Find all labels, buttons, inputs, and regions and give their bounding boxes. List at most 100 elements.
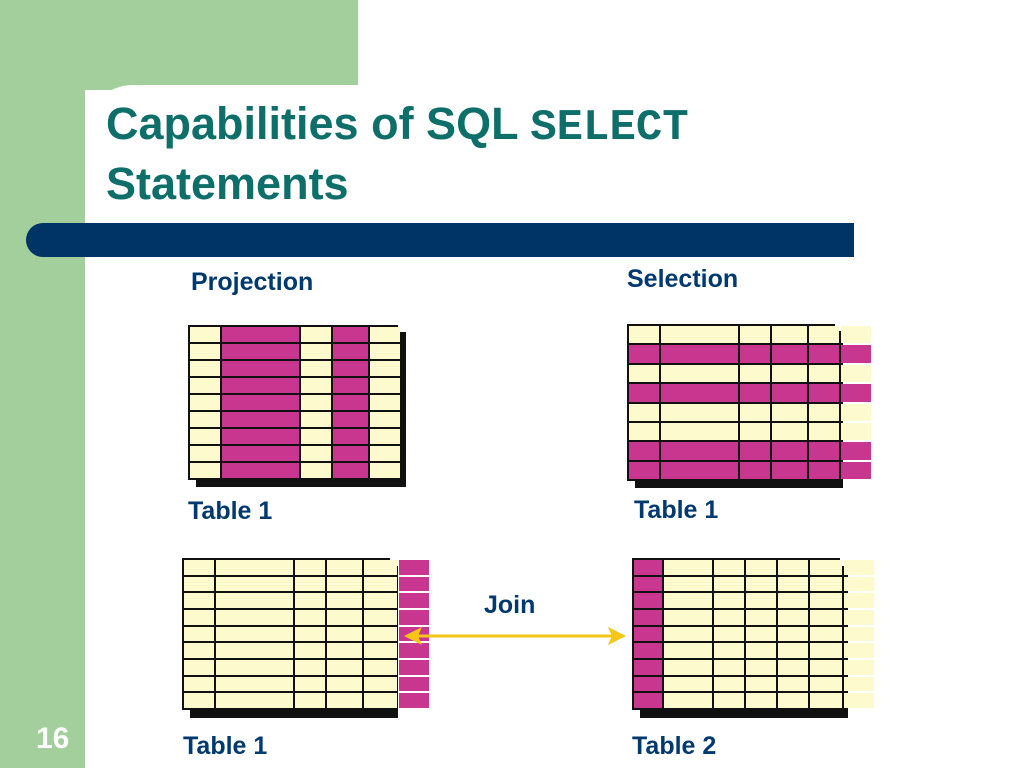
table-cell xyxy=(629,345,659,363)
table-cell xyxy=(333,412,368,427)
table-cell xyxy=(629,384,659,402)
table-cell xyxy=(301,327,331,342)
table-cell xyxy=(184,693,214,708)
table-cell xyxy=(399,560,429,575)
table-cell xyxy=(841,364,871,383)
table-cell xyxy=(634,626,662,642)
table-cell xyxy=(778,560,808,575)
table-cell xyxy=(399,576,429,592)
table-cell xyxy=(629,364,659,383)
table-cell xyxy=(370,361,400,376)
join-arrow-icon xyxy=(404,627,626,645)
table-cell xyxy=(216,693,293,708)
table-cell xyxy=(714,560,744,575)
table-cell xyxy=(184,676,214,692)
table-cell xyxy=(810,593,842,608)
table-cell xyxy=(327,626,362,642)
table-cell xyxy=(661,403,738,421)
table-cell xyxy=(364,693,397,708)
table-cell xyxy=(714,676,744,692)
table-cell xyxy=(333,429,368,444)
table-cell xyxy=(295,643,325,658)
table-cell xyxy=(664,576,712,592)
table-cell xyxy=(810,610,842,625)
table-cell xyxy=(190,446,220,461)
table-cell xyxy=(810,626,842,642)
table-cell xyxy=(327,660,362,675)
table-cell xyxy=(327,693,362,708)
table-cell xyxy=(327,576,362,592)
table-cell xyxy=(661,422,738,441)
table-cell xyxy=(810,676,842,692)
table-cell xyxy=(841,326,871,344)
join-left-table xyxy=(182,558,429,710)
table-cell xyxy=(740,384,770,402)
table-cell xyxy=(634,676,662,692)
table-cell xyxy=(809,461,839,479)
left-accent-band xyxy=(0,0,85,768)
table-cell xyxy=(809,384,839,402)
table-cell xyxy=(844,676,874,692)
table-cell xyxy=(222,344,299,359)
table-cell xyxy=(333,395,368,410)
table-cell xyxy=(844,576,874,592)
table-cell xyxy=(740,326,770,344)
table-cell xyxy=(844,693,874,708)
table-cell xyxy=(746,676,776,692)
join-label: Join xyxy=(484,591,536,619)
table-cell xyxy=(810,660,842,675)
table-cell xyxy=(778,593,808,608)
table-cell xyxy=(216,593,293,608)
table-cell xyxy=(714,626,744,642)
table-cell xyxy=(370,378,400,393)
table-cell xyxy=(772,345,807,363)
table-cell xyxy=(216,676,293,692)
slide-number: 16 xyxy=(36,722,70,755)
table-cell xyxy=(370,344,400,359)
table-cell xyxy=(841,345,871,363)
table-cell xyxy=(810,693,842,708)
table-cell xyxy=(333,327,368,342)
table-cell xyxy=(301,412,331,427)
table-cell xyxy=(778,660,808,675)
table-cell xyxy=(746,576,776,592)
table-cell xyxy=(661,326,738,344)
table-cell xyxy=(222,378,299,393)
join-left-table-label: Table 1 xyxy=(183,732,268,760)
table-cell xyxy=(295,626,325,642)
table-cell xyxy=(772,326,807,344)
table-cell xyxy=(772,461,807,479)
table-cell xyxy=(778,576,808,592)
table-cell xyxy=(740,461,770,479)
table-cell xyxy=(364,560,397,575)
table-cell xyxy=(301,344,331,359)
table-cell xyxy=(184,593,214,608)
table-cell xyxy=(778,610,808,625)
table-cell xyxy=(772,442,807,460)
table-cell xyxy=(333,446,368,461)
table-cell xyxy=(809,442,839,460)
table-cell xyxy=(740,345,770,363)
table-cell xyxy=(772,403,807,421)
table-cell xyxy=(222,327,299,342)
table-cell xyxy=(222,361,299,376)
table-cell xyxy=(295,676,325,692)
table-cell xyxy=(844,626,874,642)
table-cell xyxy=(714,643,744,658)
table-cell xyxy=(295,593,325,608)
table-cell xyxy=(740,403,770,421)
table-cell xyxy=(364,643,397,658)
table-cell xyxy=(370,412,400,427)
top-accent-band xyxy=(0,0,358,90)
table-cell xyxy=(399,660,429,675)
table-cell xyxy=(714,660,744,675)
table-cell xyxy=(370,395,400,410)
table-cell xyxy=(634,593,662,608)
table-cell xyxy=(809,403,839,421)
table-cell xyxy=(661,364,738,383)
table-cell xyxy=(844,610,874,625)
projection-table xyxy=(188,325,400,480)
table-cell xyxy=(661,461,738,479)
table-cell xyxy=(222,463,299,478)
title-text: Capabilities of SQL xyxy=(106,98,531,149)
